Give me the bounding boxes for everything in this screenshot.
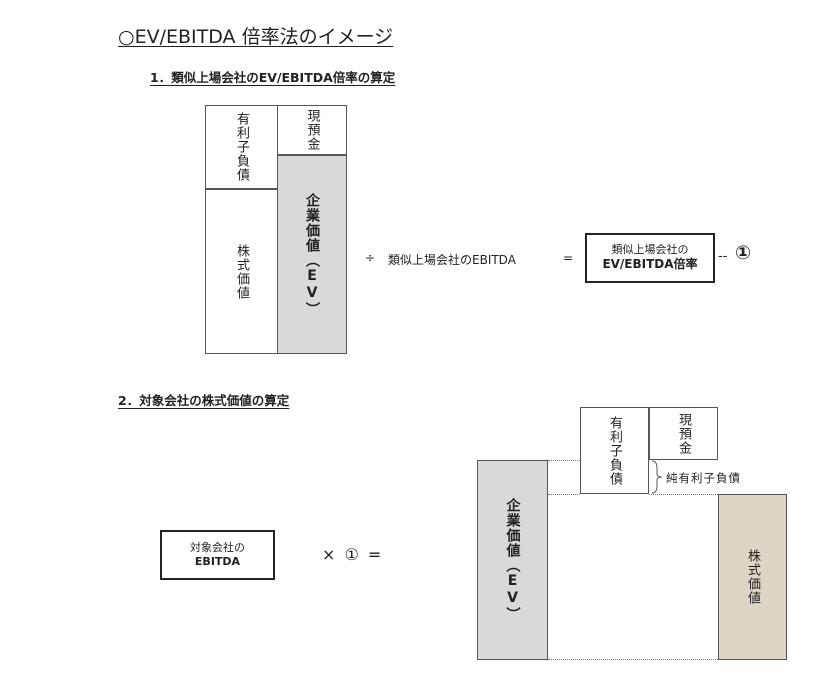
ev-ebitda-multiple-box: 類似上場会社の EV/EBITDA倍率 xyxy=(585,233,715,283)
cash-label: 現預金 xyxy=(304,109,320,151)
enterprise-value-box: 企業価値（EV） xyxy=(277,155,347,354)
result-line-1: 類似上場会社の xyxy=(611,243,689,257)
enterprise-value-label-2: 企業価値（EV） xyxy=(504,498,521,622)
result-line-2: EV/EBITDA倍率 xyxy=(602,257,698,272)
equity-value-label: 株式価値 xyxy=(234,243,249,300)
equals-sign: = xyxy=(563,251,574,265)
marker-circle-1: ① xyxy=(735,242,752,264)
equity-value-label-2: 株式価値 xyxy=(745,549,760,605)
guide-line-bottom xyxy=(548,659,718,660)
section-2-heading: 2．対象会社の株式価値の算定 xyxy=(118,393,290,408)
enterprise-value-label: 企業価値（EV） xyxy=(304,192,320,317)
net-debt-brace-icon xyxy=(651,460,663,494)
cash-box-2: 現預金 xyxy=(649,407,718,460)
divide-sign: ÷ xyxy=(365,251,376,265)
target-line-1: 対象会社の xyxy=(190,540,245,554)
guide-line-mid-right xyxy=(649,494,718,495)
equity-value-box: 株式価値 xyxy=(205,189,278,354)
target-ebitda-box: 対象会社の EBITDA xyxy=(160,530,275,580)
net-debt-label: 純有利子負債 xyxy=(666,471,741,485)
guide-line-top xyxy=(548,460,580,461)
connector-dash: -- xyxy=(718,249,728,264)
comparable-ebitda-label: 類似上場会社のEBITDA xyxy=(388,253,516,267)
interest-debt-box: 有利子負債 xyxy=(205,105,278,189)
section-1-heading: 1．類似上場会社のEV/EBITDA倍率の算定 xyxy=(150,70,396,85)
target-line-2: EBITDA xyxy=(194,555,241,568)
enterprise-value-box-2: 企業価値（EV） xyxy=(477,460,548,660)
interest-debt-label-2: 有利子負債 xyxy=(607,415,622,486)
page-title: ○EV/EBITDA 倍率法のイメージ xyxy=(118,26,394,48)
interest-debt-box-2: 有利子負債 xyxy=(580,407,649,494)
guide-line-mid-left xyxy=(548,494,580,495)
cash-box: 現預金 xyxy=(277,105,347,155)
interest-debt-label: 有利子負債 xyxy=(234,112,249,182)
multiply-expression: × ① = xyxy=(322,545,384,564)
equity-value-box-2: 株式価値 xyxy=(718,494,787,660)
cash-label-2: 現預金 xyxy=(676,412,691,455)
